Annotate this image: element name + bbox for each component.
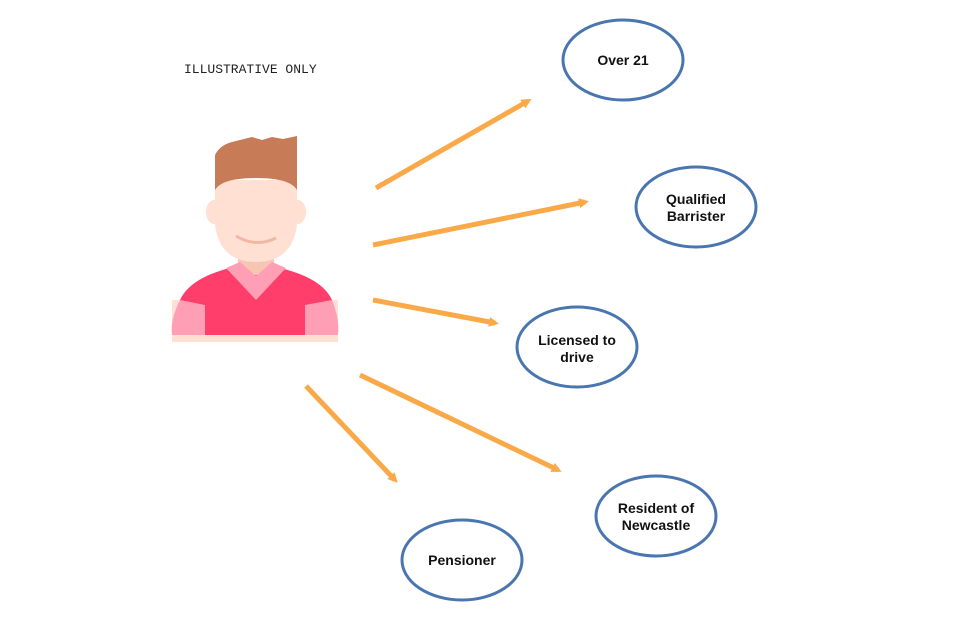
arrow-resident-of-newcastle <box>358 372 562 473</box>
arrow-qualified-barrister <box>372 198 589 248</box>
arrow-licensed-to-drive <box>372 297 499 327</box>
svg-text:Over 21: Over 21 <box>597 52 649 68</box>
person-icon <box>171 136 339 342</box>
svg-text:Pensioner: Pensioner <box>428 552 496 568</box>
arrow-over-21 <box>374 98 532 191</box>
node-licensed-to-drive: Licensed to drive <box>515 305 639 389</box>
arrow-pensioner <box>304 384 398 483</box>
svg-text:drive: drive <box>560 349 594 365</box>
svg-text:Qualified: Qualified <box>666 191 726 207</box>
svg-text:Barrister: Barrister <box>667 208 726 224</box>
svg-text:Resident of: Resident of <box>618 500 695 516</box>
node-pensioner: Pensioner <box>400 518 524 602</box>
illustrative-note: ILLUSTRATIVE ONLY <box>184 62 317 77</box>
svg-text:Licensed to: Licensed to <box>538 332 616 348</box>
node-over-21: Over 21 <box>561 18 685 102</box>
node-resident-of-newcastle: Resident of Newcastle <box>594 474 718 558</box>
node-qualified-barrister: Qualified Barrister <box>634 165 758 249</box>
svg-text:Newcastle: Newcastle <box>622 517 691 533</box>
arrows <box>304 98 589 483</box>
